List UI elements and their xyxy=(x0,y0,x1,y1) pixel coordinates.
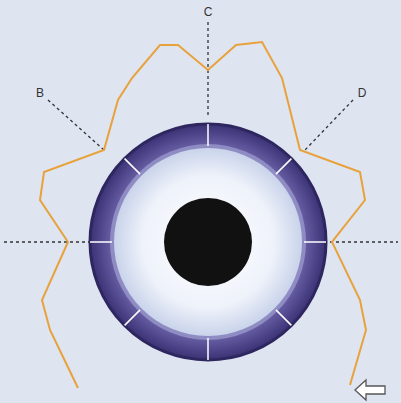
pointer-arrow xyxy=(355,380,385,400)
part-label: D xyxy=(358,87,367,99)
cornea xyxy=(114,148,302,336)
pupil xyxy=(164,198,252,286)
ring-ticks xyxy=(90,124,326,360)
limbus-ring xyxy=(90,124,326,360)
tissue-outline xyxy=(40,42,366,388)
part-label: C xyxy=(204,6,213,18)
part-label: B xyxy=(36,87,44,99)
